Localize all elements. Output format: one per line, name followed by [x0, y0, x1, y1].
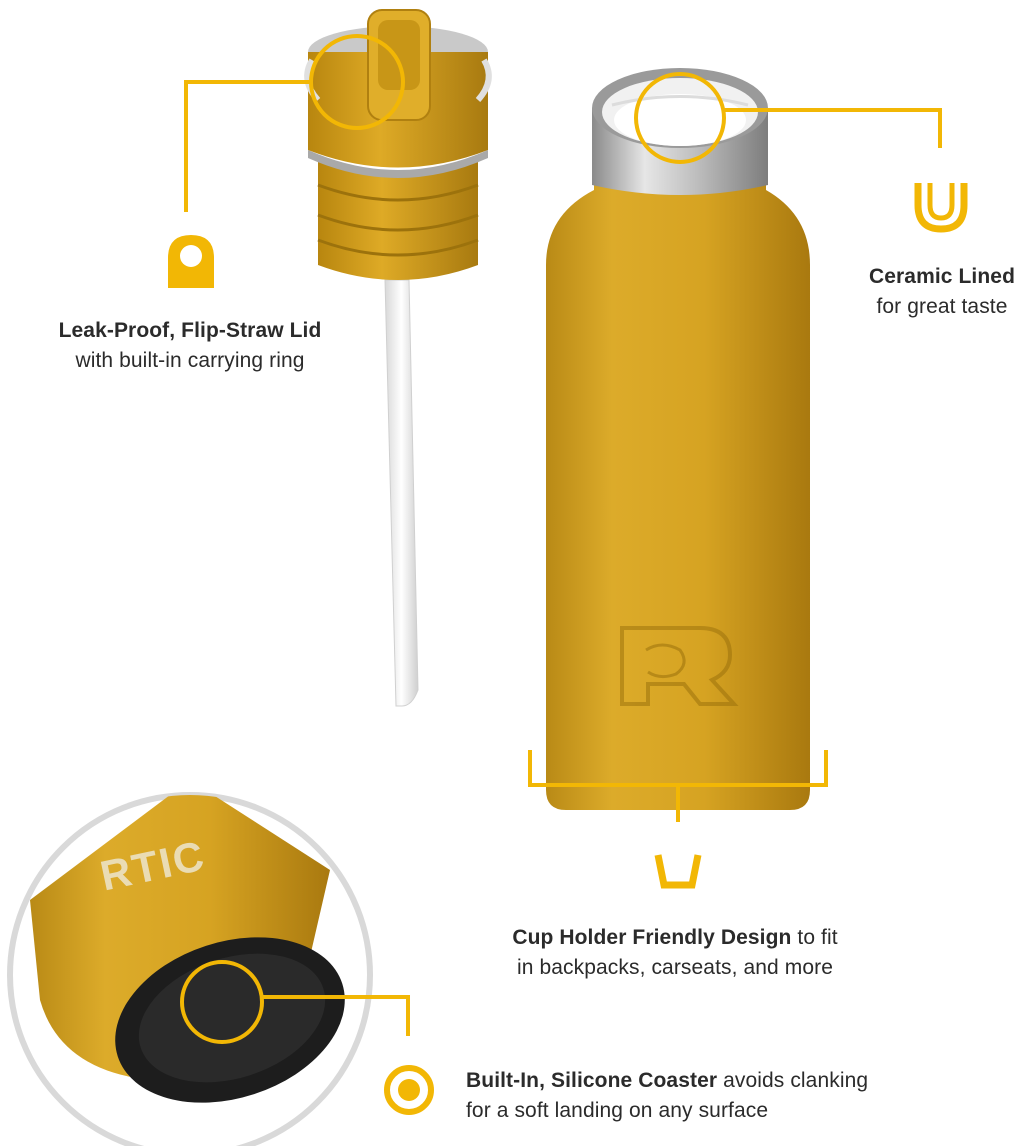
- cupholder-callout: Cup Holder Friendly Design to fit in bac…: [460, 923, 890, 983]
- ceramic-callout: Ceramic Lined for great taste: [844, 262, 1024, 322]
- coaster-callout-subtitle: for a soft landing on any surface: [466, 1099, 769, 1122]
- u-cup-icon: [914, 183, 968, 233]
- ceramic-callout-subtitle: for great taste: [876, 295, 1008, 318]
- cupholder-callout-suffix: to fit: [791, 926, 838, 949]
- straw: [384, 279, 419, 707]
- cupholder-callout-subtitle: in backpacks, carseats, and more: [516, 956, 833, 979]
- cupholder-callout-lines: [528, 750, 828, 822]
- coaster-icon: [384, 1065, 434, 1115]
- bottle: [546, 68, 810, 810]
- bottle-logo-emboss: [620, 626, 739, 706]
- lid-callout: Leak-Proof, Flip-Straw Lid with built-in…: [30, 316, 350, 376]
- flip-straw-lid: [304, 9, 492, 280]
- cupholder-callout-title: Cup Holder Friendly Design: [512, 926, 792, 949]
- lid-callout-title: Leak-Proof, Flip-Straw Lid: [58, 319, 322, 342]
- carry-ring-icon: [168, 235, 214, 288]
- coaster-callout-suffix: avoids clanking: [717, 1069, 869, 1092]
- coaster-callout-title: Built-In, Silicone Coaster: [466, 1069, 718, 1092]
- cup-holder-icon: [654, 854, 702, 889]
- coaster-callout: Built-In, Silicone Coaster avoids clanki…: [466, 1066, 986, 1126]
- ceramic-callout-title: Ceramic Lined: [868, 265, 1015, 288]
- coaster-detail-circle: [7, 792, 410, 1146]
- lid-callout-lines: [184, 34, 405, 212]
- ceramic-callout-lines: [634, 72, 942, 164]
- lid-callout-subtitle: with built-in carrying ring: [75, 349, 305, 372]
